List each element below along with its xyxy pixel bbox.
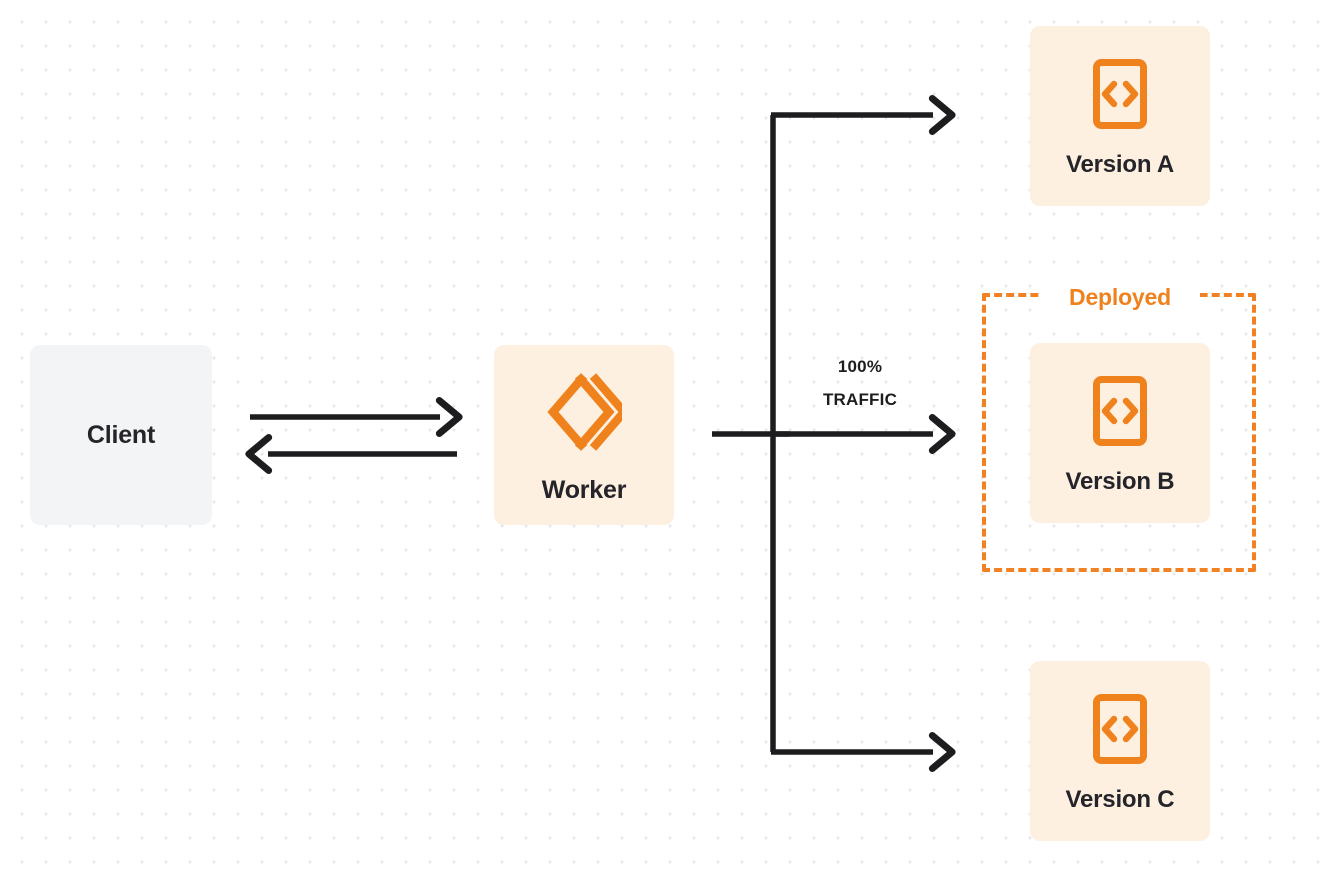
traffic-word: TRAFFIC — [822, 390, 898, 409]
code-file-icon — [1092, 58, 1148, 135]
edge-worker-fanout-trunk — [712, 115, 790, 752]
node-version-a[interactable]: Version A — [1030, 26, 1210, 206]
traffic-percent: 100% — [837, 357, 883, 376]
node-version-c[interactable]: Version C — [1030, 661, 1210, 841]
node-version-b-label: Version B — [1065, 467, 1175, 495]
node-client[interactable]: Client — [30, 345, 212, 525]
deployed-group-label: Deployed — [1040, 283, 1200, 312]
node-version-c-label: Version C — [1065, 785, 1175, 813]
traffic-label: 100% TRAFFIC — [790, 350, 930, 416]
node-version-a-label: Version A — [1065, 150, 1175, 178]
code-file-icon — [1092, 693, 1148, 770]
node-worker-label: Worker — [541, 476, 627, 504]
workers-logo-icon — [546, 371, 630, 458]
node-client-label: Client — [86, 420, 156, 449]
code-file-icon — [1092, 375, 1148, 452]
node-worker[interactable]: Worker — [494, 345, 674, 525]
node-version-b[interactable]: Version B — [1030, 343, 1210, 523]
